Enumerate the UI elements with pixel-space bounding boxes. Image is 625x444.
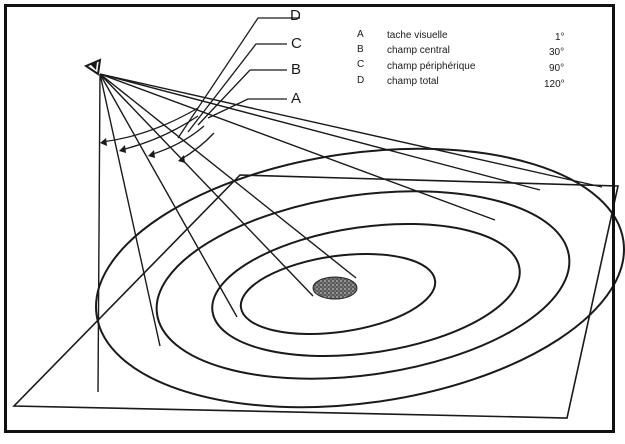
legend-value-d: 120° — [544, 79, 565, 90]
label-b: B — [291, 61, 301, 78]
field-ellipse-c — [155, 190, 571, 380]
field-ellipse-b — [211, 222, 521, 358]
legend-value-b: 30° — [549, 47, 564, 58]
label-c: C — [291, 35, 302, 52]
legend-key-a: A — [357, 29, 364, 40]
field-ellipse-d — [95, 147, 625, 409]
legend-row-d: D champ total 120° — [357, 75, 565, 90]
arrowheads — [100, 138, 185, 163]
field-ellipse-a — [239, 252, 437, 336]
figure-border — [4, 4, 615, 433]
legend-row-a: A tache visuelle 1° — [357, 29, 565, 43]
legend-value-a: 1° — [555, 32, 565, 43]
legend-label-a: tache visuelle — [387, 30, 448, 41]
ground-plane — [12, 174, 619, 419]
sight-lines — [97, 73, 603, 393]
legend-key-c: C — [357, 59, 364, 70]
legend-value-c: 90° — [549, 63, 564, 74]
eye-icon — [83, 58, 102, 76]
legend-label-b: champ central — [387, 45, 450, 56]
legend: A tache visuelle 1° B champ central 30° … — [357, 29, 565, 90]
leader-lines — [177, 17, 300, 139]
legend-key-d: D — [357, 75, 364, 86]
legend-key-b: B — [357, 44, 364, 55]
legend-row-c: C champ périphérique 90° — [357, 59, 564, 74]
visual-spot — [312, 276, 358, 300]
legend-label-d: champ total — [387, 76, 439, 87]
label-a: A — [291, 90, 301, 107]
label-d: D — [290, 7, 301, 24]
legend-row-b: B champ central 30° — [357, 44, 564, 58]
legend-label-c: champ périphérique — [387, 61, 476, 72]
